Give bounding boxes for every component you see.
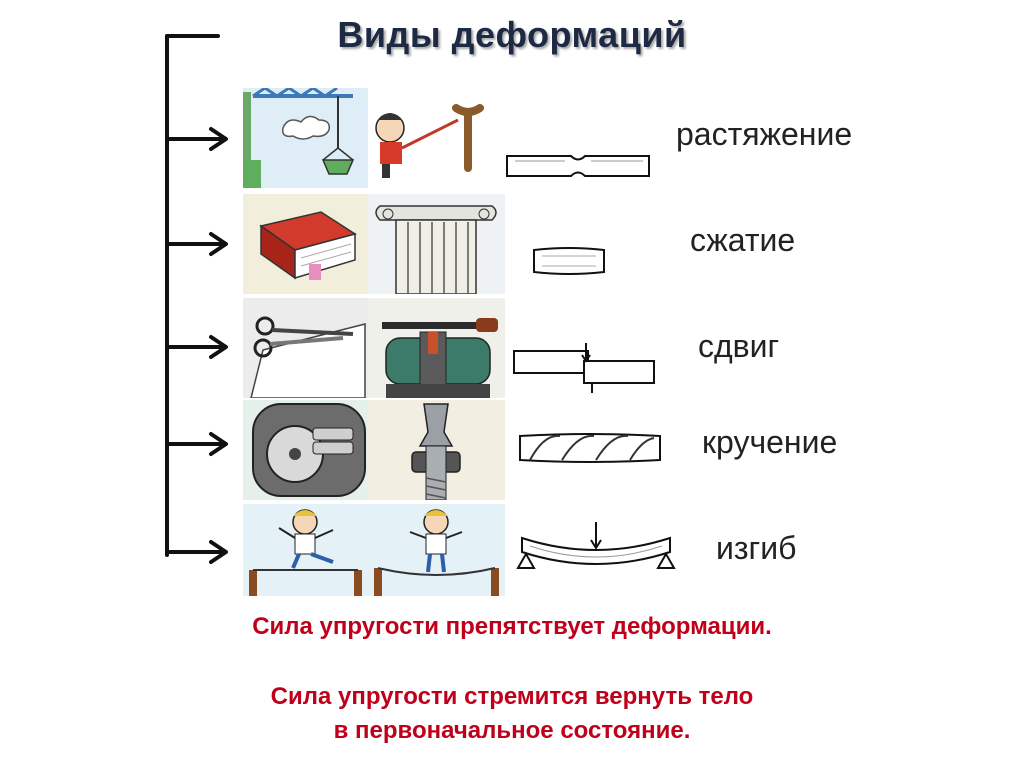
deformation-label: сдвиг xyxy=(698,328,780,364)
arrow-icon xyxy=(165,432,228,456)
deformation-row-bending: изгиб xyxy=(0,504,1024,596)
deformation-label: изгиб xyxy=(716,530,797,566)
arrow-icon xyxy=(165,335,228,359)
tightrope-walker-icon xyxy=(243,504,368,596)
crane-icon xyxy=(243,88,368,188)
book-icon xyxy=(243,194,368,294)
deformation-label: растяжение xyxy=(676,116,853,152)
deformation-label: кручение xyxy=(702,424,838,460)
deformation-row-shear: сдвиг xyxy=(0,298,1024,398)
note-elasticity-resists: Сила упругости препятствует деформации. xyxy=(252,613,772,640)
stretched-rod-icon xyxy=(506,155,650,177)
bolt-icon xyxy=(368,400,505,500)
bent-beam-icon xyxy=(516,522,676,569)
vise-icon xyxy=(368,298,505,398)
bracket-with-arrows xyxy=(165,34,228,564)
arrow-icon xyxy=(165,540,228,564)
deformation-label: сжатие xyxy=(690,222,796,258)
shear-rod-icon xyxy=(513,343,655,393)
compressed-rod-icon xyxy=(533,247,605,275)
twisted-rod-icon xyxy=(519,433,661,463)
key-icon xyxy=(243,400,368,500)
column-icon xyxy=(368,194,505,294)
deformation-row-tension: растяжение xyxy=(0,88,1024,188)
tightrope-walker-icon xyxy=(368,504,505,596)
slingshot-icon xyxy=(368,88,498,188)
arrow-icon xyxy=(165,127,228,151)
note-elasticity-restores-line2: в первоначальное состояние. xyxy=(333,717,691,744)
note-elasticity-restores-line1: Сила упругости стремится вернуть тело xyxy=(270,683,754,710)
deformation-row-torsion: кручение xyxy=(0,400,1024,500)
deformation-row-compression: сжатие xyxy=(0,194,1024,294)
arrow-icon xyxy=(165,232,228,256)
scissors-icon xyxy=(243,298,368,398)
page-title: Виды деформаций xyxy=(337,14,687,55)
